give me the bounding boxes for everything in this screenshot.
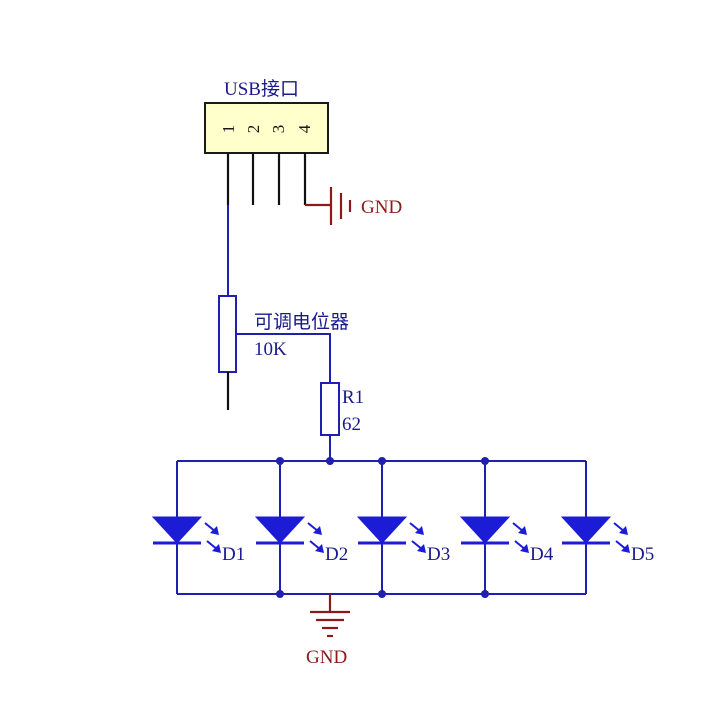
potentiometer-wiper-wire [236, 333, 331, 383]
gnd-top-label: GND [361, 197, 402, 218]
usb-pin-4-label: 4 [295, 124, 314, 133]
led-ref-label: D4 [530, 544, 554, 565]
usb-connector-body [204, 102, 329, 154]
led-emission-arrow-head [315, 544, 324, 553]
led-ref-label: D1 [222, 544, 245, 565]
led-ref-label: D5 [631, 544, 654, 565]
junction-dot-top [326, 457, 334, 465]
led-ref-label: D3 [427, 544, 450, 565]
junction-dot-top [481, 457, 489, 465]
junction-dot-bottom [481, 590, 489, 598]
usb-pin-3-label: 3 [269, 125, 288, 134]
led-emission-arrow-head [619, 526, 628, 535]
led-emission-arrow-head [520, 544, 529, 553]
junction-dot-top [378, 457, 386, 465]
usb-pin-1-label: 1 [219, 125, 238, 134]
potentiometer: 可调电位器 10K [218, 295, 349, 410]
potentiometer-name: 可调电位器 [254, 311, 349, 333]
gnd-bottom-label: GND [306, 647, 347, 668]
resistor-r1: R1 62 [320, 382, 364, 461]
led-triangle [254, 516, 306, 544]
resistor-ref: R1 [342, 387, 364, 408]
led-2: D2 [254, 461, 348, 594]
junction-dot-bottom [378, 590, 386, 598]
resistor-value: 62 [342, 414, 361, 435]
led-triangle [560, 516, 612, 544]
led-ref-label: D2 [325, 544, 348, 565]
led-array: D1 D2 D3 D4 D5 [151, 461, 654, 594]
led-emission-arrow-head [417, 544, 426, 553]
potentiometer-value: 10K [254, 339, 287, 360]
usb-connector-title: USB接口 [224, 78, 299, 100]
led-4: D4 [459, 461, 554, 594]
potentiometer-body [218, 295, 237, 373]
led-emission-arrow-head [415, 526, 424, 535]
led-emission-arrow-head [210, 526, 219, 535]
led-emission-arrow-head [313, 526, 322, 535]
junction-dot-top [276, 457, 284, 465]
led-triangle [459, 516, 511, 544]
led-triangle [151, 516, 203, 544]
led-1: D1 [151, 461, 245, 594]
led-emission-arrow-head [518, 526, 527, 535]
usb-pin-2-label: 2 [244, 125, 263, 134]
junction-dots [276, 457, 489, 598]
led-emission-arrow-head [621, 544, 630, 553]
led-5: D5 [560, 461, 654, 594]
led-triangle [356, 516, 408, 544]
led-3: D3 [356, 461, 450, 594]
ground-symbol-bottom: GND [306, 594, 350, 668]
led-emission-arrow-head [212, 544, 221, 553]
resistor-body [320, 382, 340, 436]
usb-connector: USB接口 1 2 3 4 [204, 78, 329, 205]
ground-symbol-top: GND [305, 187, 402, 225]
junction-dot-bottom [276, 590, 284, 598]
